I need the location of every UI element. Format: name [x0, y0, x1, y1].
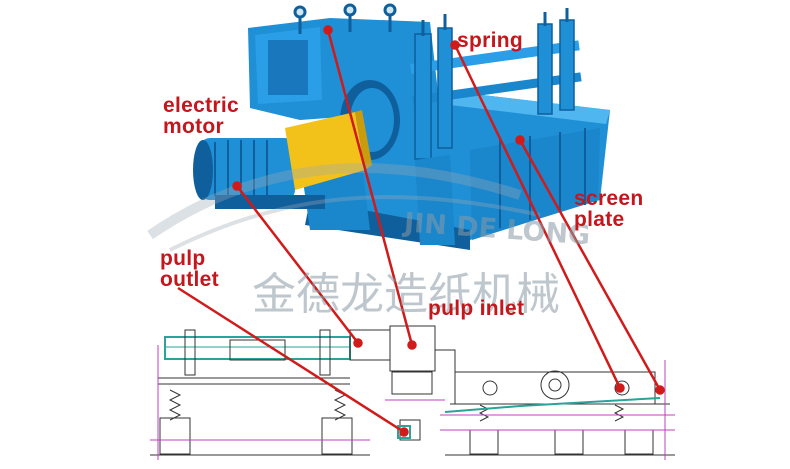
watermark-chinese: 金德龙造纸机械	[252, 269, 560, 320]
label-screen-plate: screen plate	[574, 187, 644, 231]
side-elevation-view	[150, 329, 391, 460]
label-spring: spring	[457, 29, 523, 52]
leader-lines	[177, 25, 665, 437]
front-elevation-view	[440, 360, 675, 460]
label-pulp-outlet: pulp outlet	[160, 247, 219, 291]
vibrating-screen-machine	[193, 3, 610, 250]
watermark-swoosh	[147, 163, 522, 240]
technical-drawing	[150, 325, 675, 460]
label-electric-motor: electric motor	[163, 94, 239, 138]
inlet-box-view	[385, 325, 456, 441]
label-pulp-inlet: pulp inlet	[428, 297, 525, 320]
